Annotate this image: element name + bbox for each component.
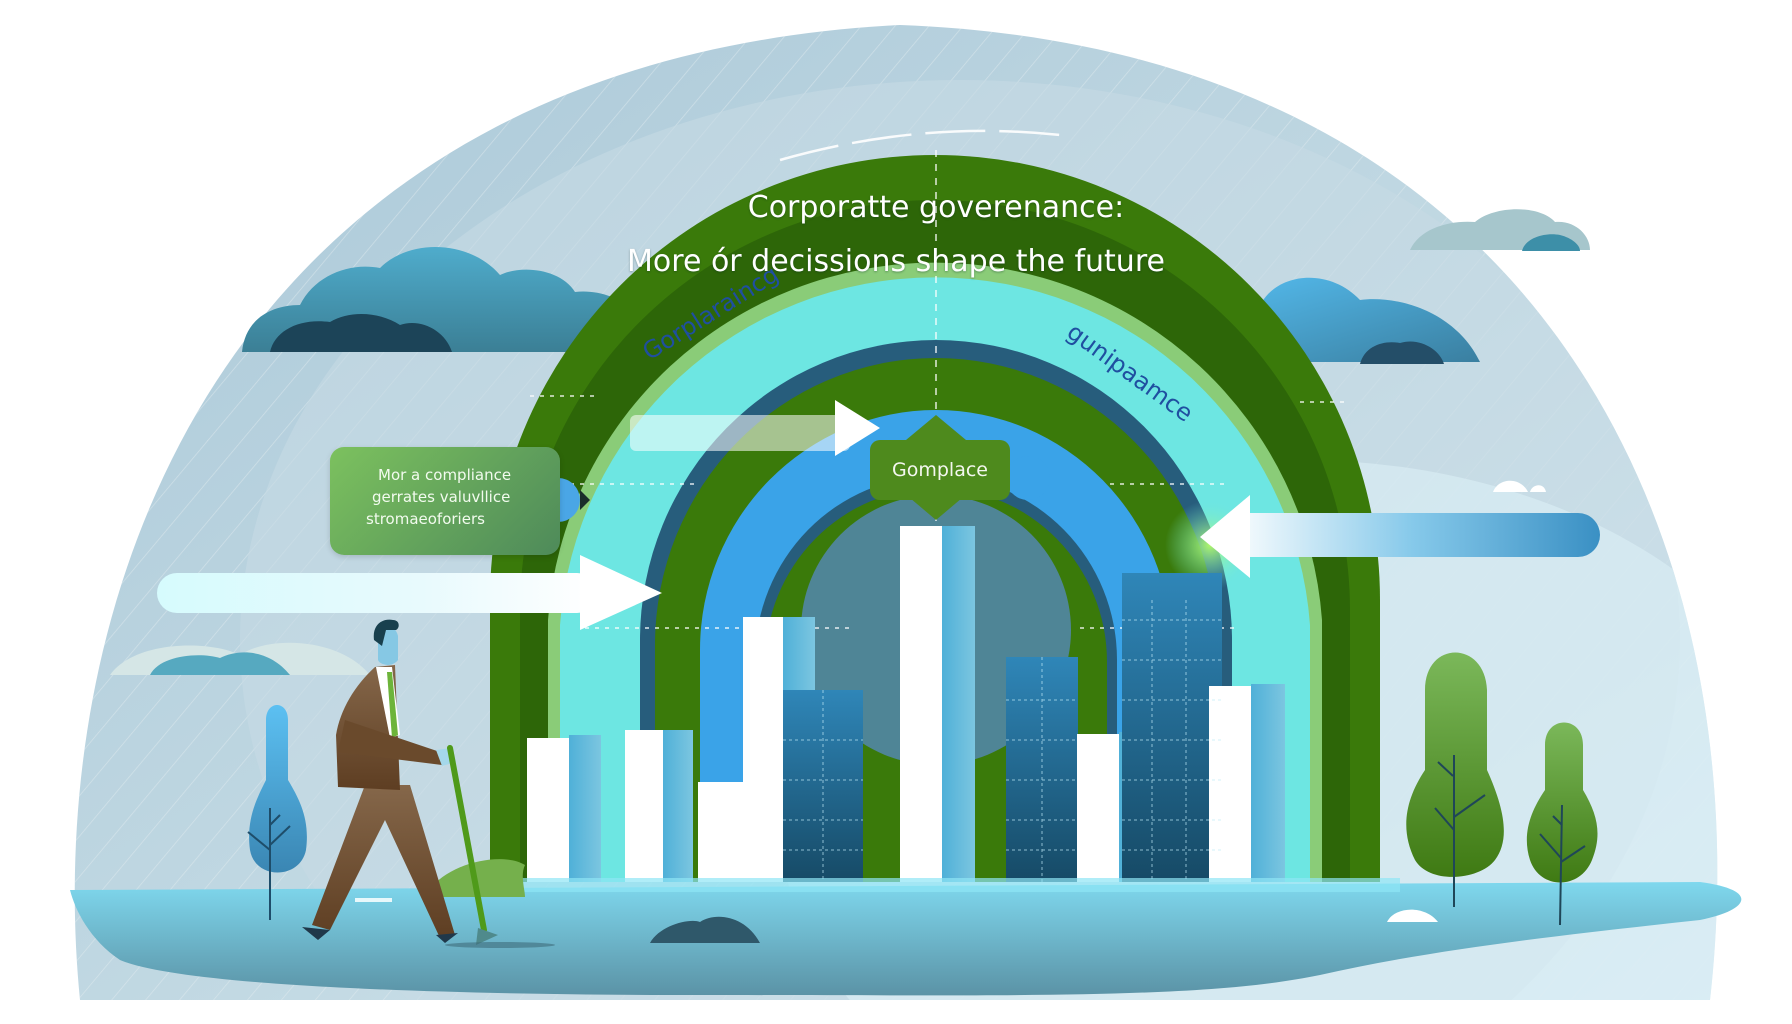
center-tag-peak [900,415,972,445]
mound-white [1387,909,1438,922]
bar-chart [527,526,1285,882]
cloud-top-left [242,247,660,352]
compliance-callout[interactable]: Mor a compliance gerrates valuvllice str… [330,447,560,555]
center-compliance-tag[interactable]: Gomplace [870,440,1010,500]
businessman-figure [302,619,555,948]
arrow-upper-incoming[interactable] [630,400,880,456]
cloud-lower-left [110,642,370,675]
tree-green-right-small [1526,722,1598,926]
arrow-right-incoming[interactable] [1200,495,1600,578]
callout-line-3: stromaeoforiers [366,510,485,528]
page-title-line-1: Corporatte goverenance: [747,190,1125,225]
cloud-top-right [1410,209,1590,251]
tree-blue-left [247,705,307,920]
page-title-line-2: More ór decissions shape the future [627,244,1165,279]
decorative-arc-line [779,129,1061,162]
center-tag-tail [910,498,962,520]
ground-marker [355,893,392,907]
tree-green-right-large [1406,652,1504,907]
mound-dark [650,916,760,943]
callout-line-2: gerrates valuvllice [372,488,511,506]
ground-highlight [480,878,1400,892]
cloud-small-white [1493,480,1546,492]
callout-pointer [580,490,590,510]
ground [70,882,1742,996]
arrow-left-incoming[interactable] [157,555,662,630]
blue-dot-right [1006,456,1050,500]
callout-line-1: Mor a compliance [378,466,512,484]
